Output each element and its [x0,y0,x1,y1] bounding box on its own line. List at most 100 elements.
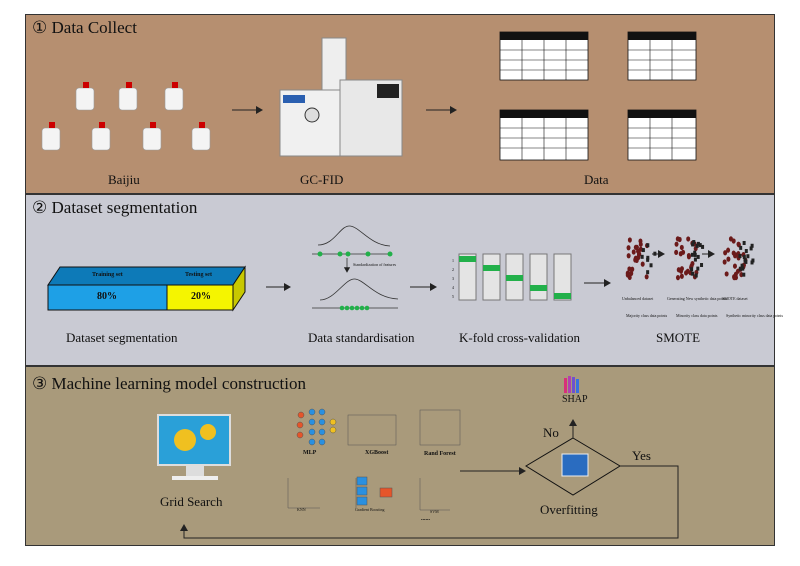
minority-point [696,241,700,246]
label-grid-search: Grid Search [160,494,223,509]
smote-legend-3: Synthetic minority class data points [726,313,784,318]
gc-fid-instrument-icon [279,37,403,157]
majority-point [675,236,680,242]
model-xgboost: XGBoost [365,450,389,456]
training-set-bar [47,284,168,311]
model-thumbnails [287,408,461,511]
majority-point [724,271,729,277]
minority-point [701,244,705,249]
minority-point [691,271,695,276]
testing-set-label: Testing set [185,272,212,278]
majority-point [675,275,680,281]
minority-point [693,257,697,262]
model-svm: SVM [430,509,439,514]
smote-legend-1: Majority class data points [626,313,668,318]
majority-point [640,261,645,267]
minority-point [646,243,650,248]
label-data-standardisation: Data standardisation [308,330,415,345]
majority-point [674,249,679,255]
majority-point [732,263,737,269]
label-dataset-segmentation: Dataset segmentation [66,330,178,345]
majority-point [627,237,632,243]
minority-point [749,246,753,251]
minority-point [646,270,650,275]
label-smote: SMOTE [656,330,701,345]
label-data: Data [584,172,609,187]
section-3-title: ③ Machine learning model construction [32,374,306,393]
majority-point [685,268,690,274]
minority-point [744,249,748,254]
majority-point [679,268,684,274]
minority-point [738,254,742,259]
minority-point [646,255,650,260]
shap-label: SHAP [562,394,588,405]
majority-point [679,273,684,279]
majority-point [631,249,636,255]
minority-point [640,254,644,259]
majority-point [674,241,679,247]
minority-point [750,243,754,248]
smote-legend-2: Minority class data points [676,313,718,318]
majority-point [689,263,694,269]
majority-point [626,253,631,259]
majority-point [630,266,635,272]
model-construction-panel [25,366,775,546]
baijiu-bottles-icon [41,87,211,151]
minority-point [750,260,754,265]
minority-point [739,245,743,250]
training-pct: 80% [97,291,117,302]
minority-point [692,240,696,245]
label-gc-fid: GC-FID [300,172,344,187]
majority-point [686,236,691,242]
minority-point [742,272,746,277]
model-mlp: MLP [303,450,317,456]
minority-point [693,252,697,257]
no-label: No [543,425,559,440]
grid-search-monitor-icon [157,414,231,480]
smote-scatter [625,236,755,281]
minority-point [744,259,748,264]
majority-point [633,257,638,263]
standardisation-note: Standardization of features [353,262,397,267]
majority-point [634,244,639,251]
minority-point [740,263,744,268]
smote-caption-3: SMOTE dataset [722,296,748,301]
training-set-label: Training set [92,272,123,278]
minority-point [698,243,702,248]
minority-point [696,266,700,271]
majority-point [726,256,731,262]
shap-logo-icon [564,376,579,393]
majority-point [679,244,684,251]
majority-point [728,236,733,242]
majority-point [644,274,649,280]
majority-point [733,253,738,259]
minority-point [741,266,745,271]
data-tables-icon [499,31,697,161]
smote-caption-2: Generating New synthetic data points [667,296,728,301]
minority-point [695,243,699,248]
minority-point [691,242,695,247]
model-rand-forest: Rand Forest [424,451,456,457]
majority-point [723,250,728,256]
majority-point [627,266,632,272]
minority-point [641,248,645,253]
overfitting-label: Overfitting [540,502,598,517]
smote-caption-1: Unbalanced dataset [622,296,654,301]
minority-point [690,252,694,257]
model-gradient-boosting: Gradient Boosting [355,507,385,512]
minority-point [649,263,653,268]
minority-point [738,266,742,271]
section-1-title: ① Data Collect [32,18,137,37]
model-more: ...... [421,516,430,522]
majority-point [722,259,727,265]
majority-point [726,247,731,253]
label-baijiu: Baijiu [108,172,140,187]
minority-point [646,257,650,262]
minority-point [700,263,704,268]
majority-point [626,245,631,251]
minority-point [746,254,750,259]
yes-label: Yes [632,448,651,463]
model-knn: KNN [297,507,306,512]
